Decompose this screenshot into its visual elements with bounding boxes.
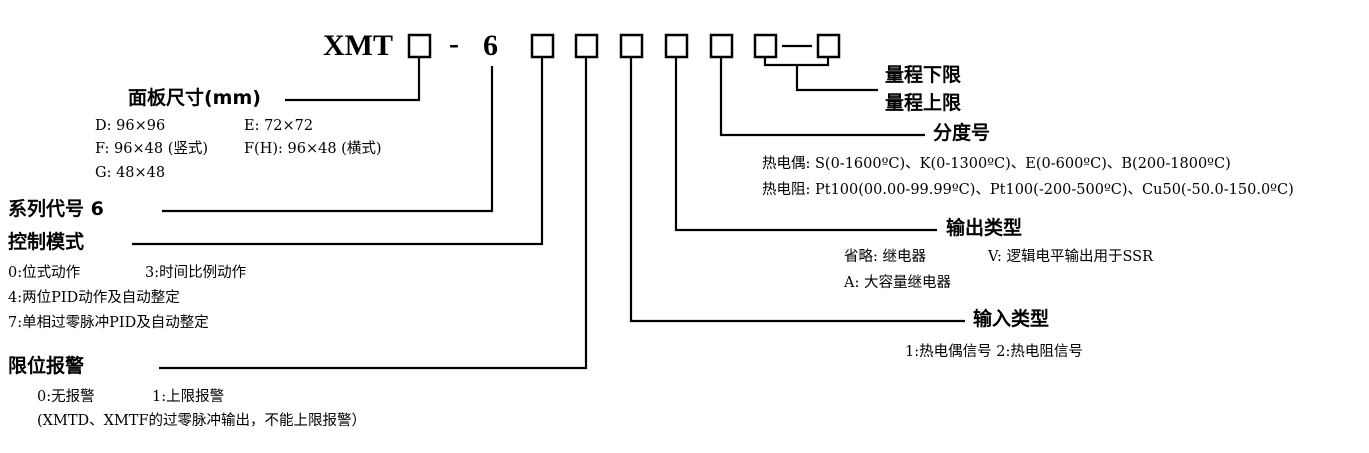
panel-size-g: G: 48×48: [95, 165, 166, 181]
alarm-note: (XMTD、XMTF的过零脉冲输出，不能上限报警）: [37, 413, 367, 429]
line-input: [629, 57, 965, 323]
box-range-low: [753, 33, 778, 59]
division-rtd: 热电阻: Pt100(00.00-99.99ºC)、Pt100(-200-500…: [762, 182, 1294, 198]
box-alarm: [574, 33, 599, 59]
input-type-title: 输入类型: [973, 308, 1050, 330]
panel-size-d: D: 96×96: [95, 118, 166, 134]
control-mode-option-0: 0:位式动作: [8, 265, 81, 281]
model-prefix: XMT: [323, 29, 393, 62]
line-panel: [285, 57, 421, 102]
line-output: [674, 57, 937, 232]
control-mode-title: 控制模式: [8, 231, 85, 253]
output-option-ssr: V: 逻辑电平输出用于SSR: [988, 249, 1154, 265]
box-division: [709, 33, 734, 59]
line-range: [795, 65, 878, 92]
model-series-digit: 6: [483, 29, 498, 62]
model-dash: -: [449, 27, 459, 60]
division-thermocouple: 热电偶: S(0-1600ºC)、K(0-1300ºC)、E(0-600ºC)、…: [762, 156, 1231, 172]
box-input: [619, 33, 644, 59]
box-panel: [407, 33, 432, 59]
alarm-option-0: 0:无报警: [37, 389, 95, 405]
output-option-relay: 省略: 继电器: [844, 249, 926, 265]
panel-size-e: E: 72×72: [244, 118, 314, 134]
alarm-title: 限位报警: [8, 355, 85, 377]
range-high-title: 量程上限: [885, 92, 962, 114]
line-division: [719, 57, 925, 137]
output-option-large-relay: A: 大容量继电器: [844, 275, 951, 291]
line-control: [132, 57, 544, 246]
control-mode-option-3: 3:时间比例动作: [145, 265, 247, 281]
line-alarm: [159, 57, 588, 370]
output-type-title: 输出类型: [946, 217, 1023, 239]
panel-size-f: F: 96×48 (竖式): [95, 141, 209, 157]
control-mode-option-4: 4:两位PID动作及自动整定: [8, 290, 180, 306]
alarm-option-1: 1:上限报警: [152, 389, 225, 405]
range-low-title: 量程下限: [885, 64, 962, 86]
panel-size-fh: F(H): 96×48 (横式): [244, 141, 382, 157]
division-title: 分度号: [933, 122, 991, 144]
line-series: [162, 66, 494, 213]
series-title: 系列代号 6: [8, 198, 104, 220]
box-output: [664, 33, 689, 59]
input-options: 1:热电偶信号 2:热电阻信号: [905, 344, 1083, 360]
panel-size-title: 面板尺寸(mm): [128, 87, 261, 109]
control-mode-option-7: 7:单相过零脉冲PID及自动整定: [8, 315, 209, 331]
box-control: [530, 33, 555, 59]
box-range-high: [816, 33, 841, 59]
